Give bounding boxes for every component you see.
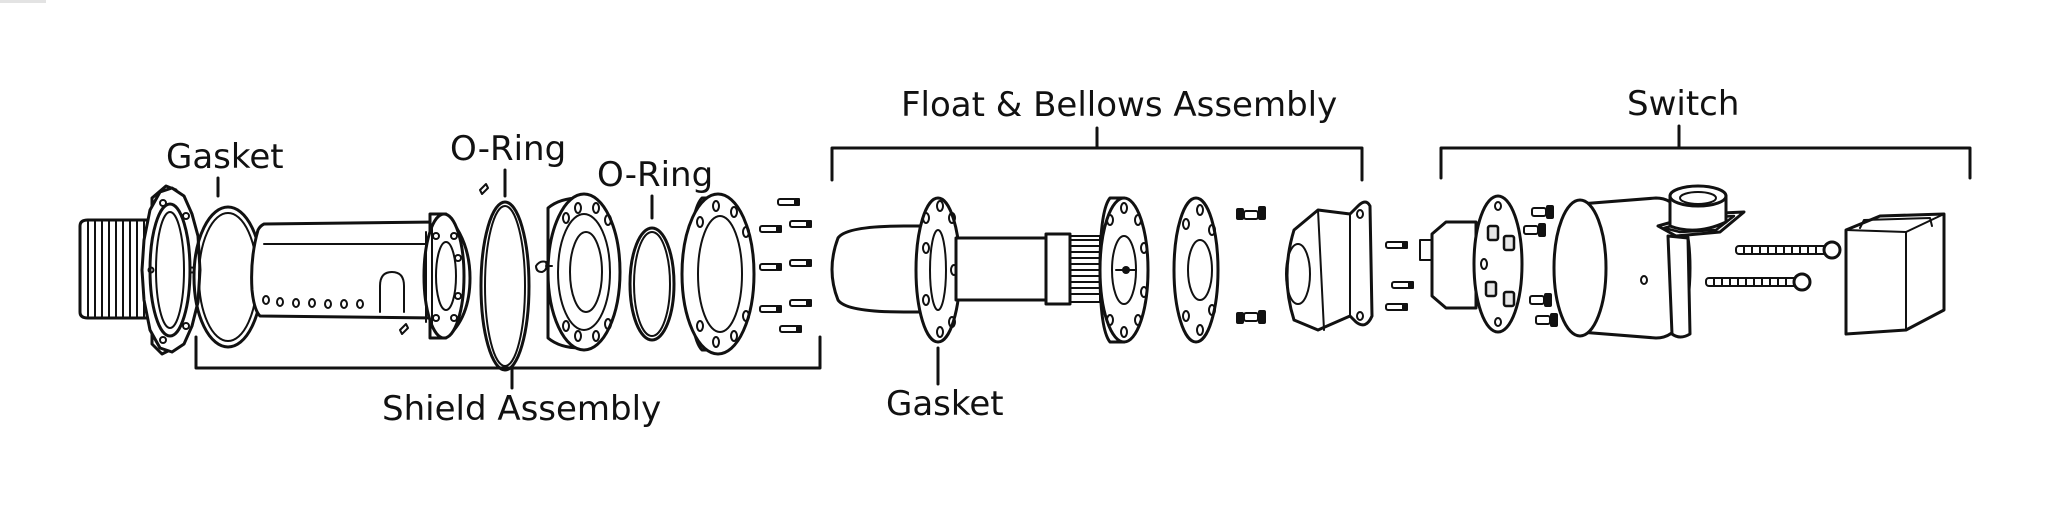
label-shield-assembly: Shield Assembly [382,389,661,429]
flanged-housing [535,192,622,352]
label-switch: Switch [1627,84,1739,124]
bellows-flange [1098,196,1150,344]
label-float-bellows-assembly: Float & Bellows Assembly [901,85,1337,125]
switch-cover-box [1844,212,1946,336]
retaining-flange [680,192,756,356]
bracket-switch [1439,146,1972,180]
tiny-pins [399,183,489,335]
corner-mark [0,0,46,3]
screws-group-1 [759,198,812,333]
o-ring-2-part [628,226,676,342]
switch-screws [1523,205,1558,327]
switch-body-plate [1419,194,1524,334]
float-and-shaft [830,196,1101,344]
switch-housing [1552,184,1746,340]
mounting-bracket [1285,200,1374,332]
long-screws [1705,240,1842,292]
slotted-shield-tube [250,212,472,340]
bellows-screws [1236,206,1266,324]
gasket-plate [1172,196,1220,344]
threaded-hex-bushing [78,184,202,356]
callout-labels: Gasket O-Ring O-Ring Shield Assembly Flo… [166,84,1972,429]
bracket-float-bellows-assembly [830,146,1364,182]
label-o-ring-2: O-Ring [597,155,713,195]
screws-group-2 [1385,241,1414,311]
label-gasket-bottom: Gasket [886,384,1004,424]
o-ring-1-part [479,200,531,372]
label-o-ring-1: O-Ring [450,129,566,169]
label-gasket-top: Gasket [166,137,284,177]
